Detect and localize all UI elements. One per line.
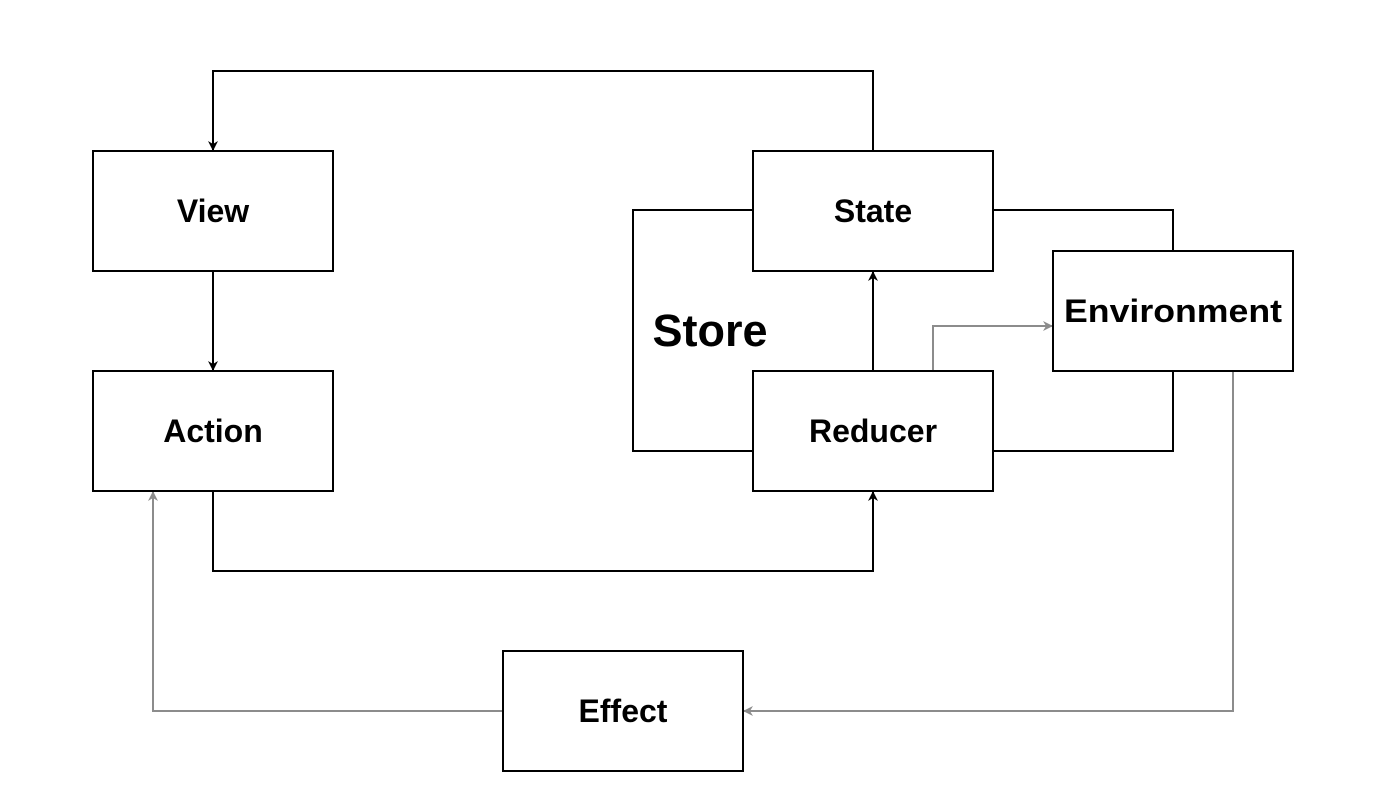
- node-state-label: State: [834, 193, 912, 229]
- edge-action-to-reducer: [212, 491, 878, 572]
- edges: [148, 70, 1234, 716]
- store-label: Store: [652, 305, 767, 356]
- store-group-outline-right-top: [993, 209, 1174, 251]
- node-reducer-label: Reducer: [809, 413, 937, 449]
- node-state: State: [752, 150, 994, 272]
- store-group-outline-right-bottom: [993, 371, 1174, 452]
- node-reducer: Reducer: [752, 370, 994, 492]
- node-action: Action: [92, 370, 334, 492]
- node-view: View: [92, 150, 334, 272]
- store-group: Store: [632, 209, 1174, 452]
- edge-environment-to-effect: [743, 371, 1234, 716]
- node-action-label: Action: [163, 413, 263, 449]
- node-environment-label: Environment: [1064, 293, 1282, 329]
- edge-reducer-to-environment: [932, 321, 1053, 371]
- node-effect-label: Effect: [579, 693, 668, 729]
- store-group-outline: [632, 209, 753, 452]
- edge-effect-to-action: [148, 491, 503, 712]
- edge-state-to-view: [208, 70, 874, 151]
- node-view-label: View: [177, 193, 249, 229]
- node-effect: Effect: [502, 650, 744, 772]
- node-environment: Environment: [1052, 250, 1294, 372]
